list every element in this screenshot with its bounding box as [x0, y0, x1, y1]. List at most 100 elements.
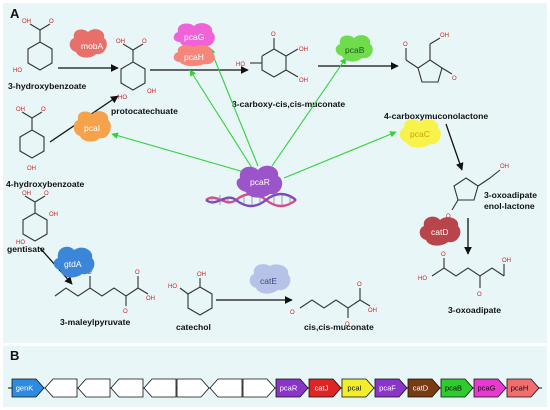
regulation-arrow-pcaH: [189, 69, 253, 169]
gene-label: pcaF: [379, 384, 396, 393]
enzyme-mobA: mobA: [69, 29, 107, 58]
atom-label: HO: [118, 95, 127, 101]
atom-label: O: [446, 214, 451, 220]
atom-label: O: [345, 322, 350, 328]
regulation-arrow-pcaB: [271, 57, 347, 167]
atom-label: HO: [236, 62, 245, 68]
gene-arrow-shape: [77, 378, 111, 398]
atom-label: O: [41, 107, 46, 113]
gene-label: pcaG: [478, 384, 496, 393]
regulation-arrow-pcaI: [111, 132, 245, 173]
atom-label: O: [477, 292, 482, 298]
gene-label: genK: [16, 384, 34, 393]
gene-arrow: pcaH: [506, 378, 540, 398]
atom-label: O: [49, 19, 54, 25]
atom-label: O: [452, 76, 457, 82]
enzyme-pcaH: pcaH: [173, 45, 215, 67]
molecule-3-carboxy-cis-cis-muconate: O OH OH HO: [236, 32, 308, 84]
label-catechol: catechol: [176, 322, 211, 332]
enzyme-gtdA: gtdA: [53, 246, 95, 278]
regulation-arrow-pcaC: [283, 131, 397, 179]
gene-arrow-shape: [110, 378, 144, 398]
atom-label: HO: [13, 68, 22, 74]
enzyme-label: catD: [431, 227, 448, 237]
label-4-hydroxybenzoate: 4-hydroxybenzoate: [6, 179, 85, 189]
atom-label: OH: [500, 164, 509, 170]
molecule-gentisate: O OH OH HO: [16, 191, 58, 246]
atom-label: O: [135, 270, 140, 276]
atom-label: OH: [440, 33, 449, 39]
gene-arrow: pcaG: [473, 378, 507, 398]
gene-arrow-shape: [176, 378, 210, 398]
gene-arrow-shape: [143, 378, 177, 398]
gene-arrow: [44, 378, 78, 398]
gene-arrow: pcaF: [374, 378, 408, 398]
enzyme-catE: catE: [249, 264, 291, 294]
atom-label: OH: [146, 296, 155, 302]
enzyme-pcaC: pcaC: [399, 119, 441, 148]
gene-arrow: genK: [11, 378, 45, 398]
gene-arrow-shape: [440, 378, 474, 398]
gene-arrow: catJ: [308, 378, 342, 398]
atom-label: O: [123, 309, 128, 315]
gene-arrow: pcaR: [275, 378, 309, 398]
enzyme-label: mobA: [81, 41, 104, 51]
gene-arrow: [176, 378, 210, 398]
gene-arrow: [110, 378, 144, 398]
gene-label: pcaI: [347, 384, 361, 393]
molecule-4-carboxymuconolactone: OH O O: [403, 33, 457, 83]
atom-label: O: [142, 39, 147, 45]
gene-label: catD: [413, 384, 429, 393]
gene-arrow-shape: [209, 378, 243, 398]
gene-arrow-shape: [275, 378, 309, 398]
atom-label: O: [357, 282, 362, 288]
molecule-protocatechuate: O OH OH HO: [116, 39, 156, 101]
enzyme-label: pcaR: [250, 177, 270, 187]
gene-arrow-shape: [341, 378, 375, 398]
gene-label: catJ: [315, 384, 329, 393]
molecule-3-hydroxybenzoate: O OH HO: [13, 19, 54, 74]
gene-label: pcaR: [280, 384, 298, 393]
label-enol-lactone-line1: 3-oxoadipate: [484, 190, 537, 200]
label-protocatechuate: protocatechuate: [111, 106, 178, 116]
enzyme-label: gtdA: [64, 259, 82, 269]
label-gentisate: gentisate: [7, 244, 45, 254]
gene-arrow-shape: [11, 378, 45, 398]
panel-b-label: B: [10, 348, 19, 363]
panel-a-label: A: [10, 6, 20, 21]
atom-label: OH: [49, 212, 58, 218]
atom-label: OH: [502, 258, 511, 264]
atom-label: HO: [168, 284, 177, 290]
molecule-3-maleylpyruvate: O O OH O: [54, 270, 155, 315]
gene-label: pcaH: [511, 384, 529, 393]
enzyme-catD: catD: [419, 216, 461, 246]
atom-label: OH: [147, 89, 156, 95]
regulation-arrow-pcaG: [209, 47, 259, 167]
atom-label: OH: [368, 308, 377, 314]
gene-label: pcaB: [445, 384, 462, 393]
atom-label: O: [441, 252, 446, 258]
atom-label: OH: [299, 47, 308, 53]
atom-label: OH: [16, 107, 25, 113]
molecule-3-oxoadipate-enol-lactone: OH O: [446, 164, 509, 220]
label-3-maleylpyruvate: 3-maleylpyruvate: [60, 317, 130, 327]
gene-arrow-shape: [308, 378, 342, 398]
panel-b-background: [3, 346, 547, 407]
enzyme-label: pcaC: [410, 129, 430, 139]
molecule-catechol: OH HO: [168, 272, 213, 316]
gene-arrow: [209, 378, 243, 398]
enzyme-label: pcaI: [84, 123, 100, 133]
gene-cluster: genK pcaR catJ pcaI pcaF catD pcaB pcaG pcaH: [11, 378, 540, 398]
gene-arrow-shape: [242, 378, 276, 398]
atom-label: O: [271, 32, 276, 38]
label-3-carboxy-cis-cis-muconate: 3-carboxy-cis,cis-muconate: [232, 99, 345, 109]
enzyme-label: pcaB: [345, 45, 365, 55]
label-3-hydroxybenzoate: 3-hydroxybenzoate: [8, 81, 87, 91]
atom-label: O: [44, 191, 49, 197]
gene-arrow-shape: [473, 378, 507, 398]
gene-arrow: pcaB: [440, 378, 474, 398]
label-cis-cis-muconate: cis,cis-muconate: [304, 322, 374, 332]
enzyme-label: pcaH: [184, 52, 204, 62]
enzyme-label: pcaG: [184, 32, 204, 42]
